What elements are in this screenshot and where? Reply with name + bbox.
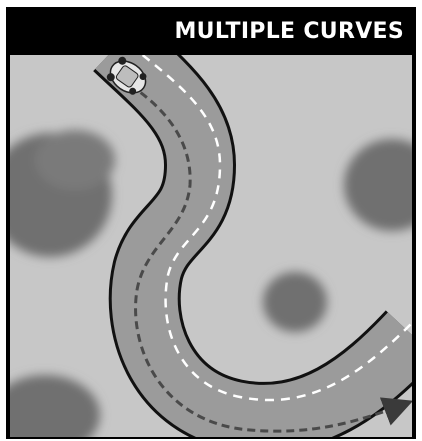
panel-title: MULTIPLE CURVES [6, 7, 416, 55]
diagram-frame: MULTIPLE CURVES [6, 7, 416, 439]
road-scene [10, 55, 412, 437]
road-illustration [10, 55, 412, 437]
tree-icon [263, 272, 327, 332]
